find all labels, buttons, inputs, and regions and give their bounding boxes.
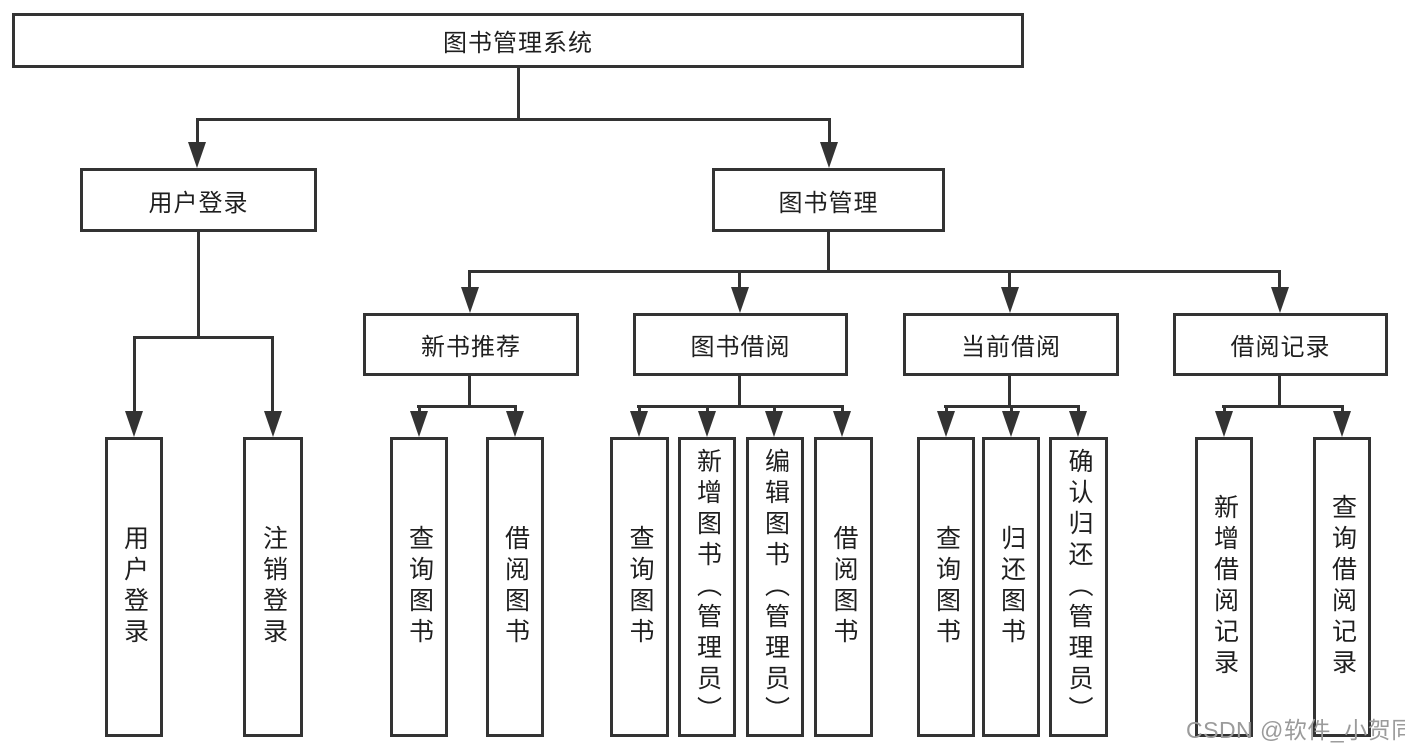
- connector-level3-drop: [738, 272, 741, 292]
- leaf-borrow-books-borrowing: 借阅图书: [814, 437, 873, 737]
- csdn-watermark: CSDN @软件_小贺同学: [1186, 717, 1405, 743]
- connector-new-book-stem: [468, 376, 471, 407]
- connector-leaf-drop: [271, 338, 274, 416]
- leaf-return-books-label: 归还图书: [997, 525, 1026, 649]
- node-library-system: 图书管理系统: [12, 13, 1024, 68]
- connector-level3-drop: [468, 272, 471, 292]
- arrow-down-icon: [820, 142, 838, 168]
- node-current-borrowing-label: 当前借阅: [961, 334, 1061, 361]
- leaf-user-login: 用户登录: [105, 437, 163, 737]
- connector-root-stem: [517, 68, 520, 120]
- leaf-borrow-books-recommend-label: 借阅图书: [501, 525, 530, 649]
- arrow-down-icon: [937, 411, 955, 437]
- leaf-query-borrow-record-label: 查询借阅记录: [1328, 494, 1357, 680]
- connector-user-login-hline: [133, 336, 274, 339]
- connector-book-borrow-stem: [738, 376, 741, 407]
- arrow-down-icon: [461, 287, 479, 313]
- arrow-down-icon: [698, 411, 716, 437]
- arrow-down-icon: [125, 411, 143, 437]
- arrow-down-icon: [1271, 287, 1289, 313]
- connector-level2-hline: [196, 118, 831, 121]
- connector-book-mgmt-drop: [828, 120, 831, 148]
- node-borrowing-records-label: 借阅记录: [1230, 334, 1331, 361]
- arrow-down-icon: [264, 411, 282, 437]
- leaf-query-books-current-label: 查询图书: [932, 525, 961, 649]
- arrow-down-icon: [506, 411, 524, 437]
- leaf-borrow-books-borrowing-label: 借阅图书: [830, 525, 858, 649]
- leaf-logout-label: 注销登录: [259, 525, 288, 649]
- arrow-down-icon: [188, 142, 206, 168]
- leaf-query-borrow-record: 查询借阅记录: [1313, 437, 1371, 737]
- connector-new-book-hline: [417, 405, 517, 408]
- leaf-query-books-borrowing-label: 查询图书: [626, 525, 654, 649]
- node-user-login: 用户登录: [80, 168, 317, 232]
- leaf-user-login-label: 用户登录: [120, 525, 149, 649]
- node-current-borrowing: 当前借阅: [903, 313, 1119, 376]
- arrow-down-icon: [1002, 411, 1020, 437]
- node-borrowing-records: 借阅记录: [1173, 313, 1388, 376]
- leaf-add-book-admin-label: 新增图书（管理员）: [693, 447, 722, 727]
- node-user-login-label: 用户登录: [148, 189, 249, 217]
- arrow-down-icon: [765, 411, 783, 437]
- connector-book-mgmt-stem: [827, 232, 830, 273]
- arrow-down-icon: [731, 287, 749, 313]
- leaf-confirm-return-admin: 确认归还（管理员）: [1049, 437, 1108, 737]
- leaf-add-borrow-record: 新增借阅记录: [1195, 437, 1253, 737]
- leaf-edit-book-admin: 编辑图书（管理员）: [746, 437, 804, 737]
- connector-user-login-drop: [196, 120, 199, 148]
- node-library-system-label: 图书管理系统: [443, 30, 593, 57]
- leaf-edit-book-admin-label: 编辑图书（管理员）: [761, 447, 790, 727]
- connector-current-borrow-stem: [1008, 376, 1011, 407]
- arrow-down-icon: [410, 411, 428, 437]
- arrow-down-icon: [630, 411, 648, 437]
- arrow-down-icon: [833, 411, 851, 437]
- connector-level3-drop: [1008, 272, 1011, 292]
- arrow-down-icon: [1001, 287, 1019, 313]
- leaf-confirm-return-admin-label: 确认归还（管理员）: [1065, 447, 1093, 727]
- arrow-down-icon: [1215, 411, 1233, 437]
- leaf-query-books-borrowing: 查询图书: [610, 437, 669, 737]
- arrow-down-icon: [1069, 411, 1087, 437]
- connector-book-borrow-hline: [637, 405, 844, 408]
- leaf-return-books: 归还图书: [982, 437, 1040, 737]
- leaf-add-borrow-record-label: 新增借阅记录: [1210, 494, 1239, 680]
- connector-level3-drop: [1278, 272, 1281, 292]
- connector-level3-hline: [468, 270, 1281, 273]
- leaf-borrow-books-recommend: 借阅图书: [486, 437, 544, 737]
- connector-user-login-stem: [197, 232, 200, 339]
- node-book-borrowing: 图书借阅: [633, 313, 848, 376]
- leaf-query-books-current: 查询图书: [917, 437, 975, 737]
- leaf-query-books-recommend: 查询图书: [390, 437, 448, 737]
- connector-leaf-drop: [133, 338, 136, 416]
- node-book-borrowing-label: 图书借阅: [690, 334, 791, 361]
- node-new-book-recommend: 新书推荐: [363, 313, 579, 376]
- leaf-logout: 注销登录: [243, 437, 303, 737]
- node-new-book-recommend-label: 新书推荐: [421, 334, 521, 361]
- leaf-query-books-recommend-label: 查询图书: [405, 525, 434, 649]
- arrow-down-icon: [1333, 411, 1351, 437]
- connector-borrow-records-hline: [1222, 405, 1344, 408]
- connector-borrow-records-stem: [1278, 376, 1281, 407]
- node-book-management: 图书管理: [712, 168, 945, 232]
- node-book-management-label: 图书管理: [778, 189, 879, 217]
- leaf-add-book-admin: 新增图书（管理员）: [678, 437, 736, 737]
